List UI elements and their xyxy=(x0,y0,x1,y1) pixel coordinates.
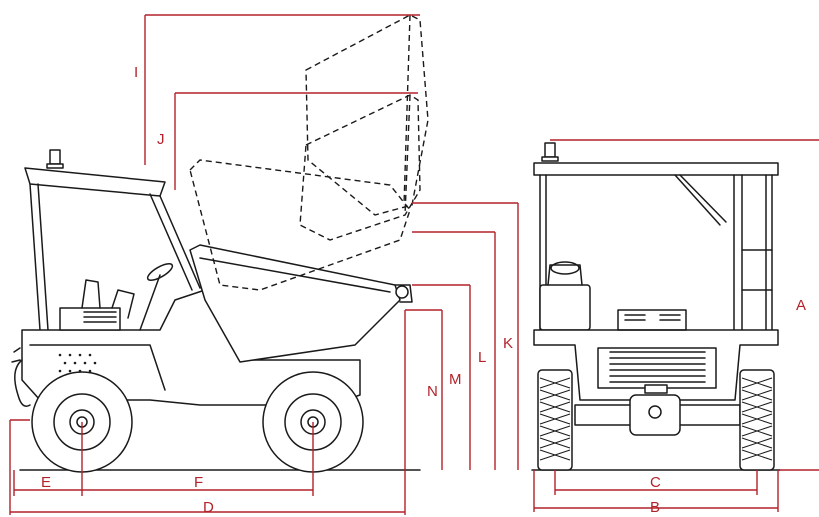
dimension-e xyxy=(13,470,82,496)
vent-grille xyxy=(58,353,97,373)
dimension-d xyxy=(9,310,406,515)
label-l: L xyxy=(478,349,486,366)
label-b: B xyxy=(650,499,660,516)
tow-hook xyxy=(14,359,31,407)
skip-pivot xyxy=(395,285,409,299)
beacon-icon-front xyxy=(541,142,559,162)
dimension-lines xyxy=(9,14,819,515)
dimension-k xyxy=(412,202,519,470)
label-j: J xyxy=(157,131,165,148)
front-seat xyxy=(539,261,591,331)
dimension-labels: I J K L M N A B C D E F xyxy=(41,64,806,516)
label-f: F xyxy=(194,474,203,491)
skip-raised-outline xyxy=(189,14,429,291)
dimension-a xyxy=(550,139,819,471)
beacon-icon xyxy=(46,149,64,169)
label-n: N xyxy=(427,383,438,400)
skip-lowered xyxy=(189,244,413,363)
dimension-f xyxy=(81,422,314,496)
dimension-c xyxy=(554,470,758,495)
steering-wheel xyxy=(139,263,174,331)
label-e: E xyxy=(41,474,51,491)
label-i: I xyxy=(134,64,138,81)
front-view-dumper xyxy=(531,142,781,471)
rops-frame xyxy=(24,167,201,331)
front-body xyxy=(533,309,779,401)
dimension-b xyxy=(533,470,779,512)
dimension-m xyxy=(412,284,471,470)
operator-seat xyxy=(59,279,135,331)
right-front-tyre xyxy=(739,369,775,471)
label-k: K xyxy=(503,335,513,352)
dimension-j xyxy=(174,92,418,190)
left-front-tyre xyxy=(537,369,573,471)
side-view-dumper xyxy=(11,14,429,473)
label-a: A xyxy=(796,297,806,314)
label-m: M xyxy=(449,371,462,388)
dimension-n xyxy=(405,309,443,470)
dimension-l xyxy=(412,231,496,470)
label-d: D xyxy=(203,499,214,516)
dimension-i xyxy=(144,14,420,165)
label-c: C xyxy=(650,474,661,491)
